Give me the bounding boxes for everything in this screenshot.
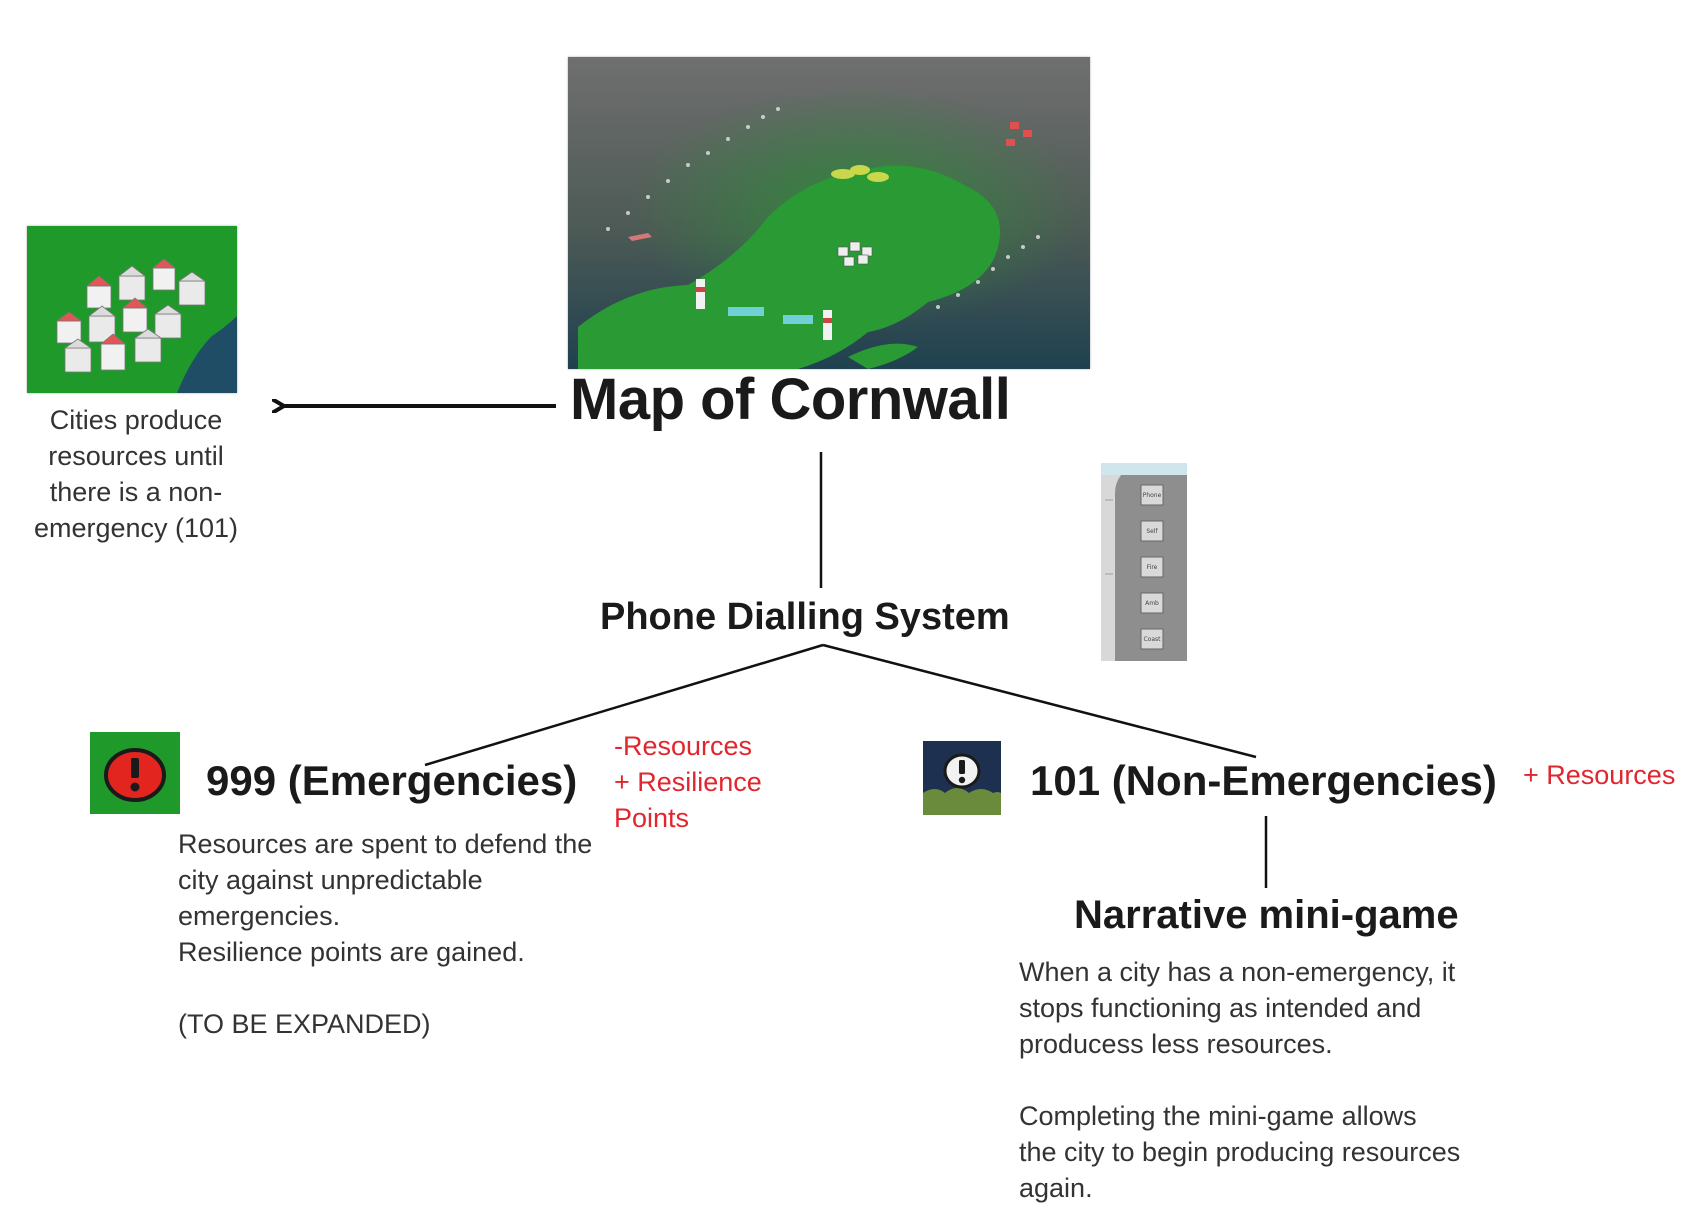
map-title: Map of Cornwall bbox=[570, 367, 1011, 432]
emergency-desc-line: emergencies. bbox=[178, 901, 341, 931]
cities-caption-line: Cities produce bbox=[49, 405, 223, 435]
panel-button-label: Self bbox=[1146, 528, 1158, 535]
emergency-alert-icon bbox=[90, 732, 180, 814]
emergency-desc-line: city against unpredictable bbox=[178, 865, 483, 895]
cities-caption: Cities produce resources until there is … bbox=[12, 402, 260, 546]
minigame-desc-line: stops functioning as intended and bbox=[1019, 993, 1422, 1023]
panel-button-label: Coast bbox=[1143, 636, 1161, 643]
panel-button-label: Fire bbox=[1147, 564, 1158, 571]
emergency-effects: -Resources + Resilience Points bbox=[614, 728, 762, 836]
emergency-title: 999 (Emergencies) bbox=[206, 757, 578, 804]
effect-resources-plus: + Resources bbox=[1523, 760, 1676, 790]
line-phone-to-101 bbox=[822, 643, 1257, 759]
minigame-desc-line: producess less resources. bbox=[1019, 1029, 1333, 1059]
emergency-desc-line: Resilience points are gained. bbox=[178, 937, 525, 967]
emergency-description: Resources are spent to defend the city a… bbox=[178, 826, 648, 1042]
minigame-desc-line: Completing the mini-game allows bbox=[1019, 1101, 1417, 1131]
panel-button-label: Phone bbox=[1143, 492, 1162, 499]
minigame-desc-line: the city to begin producing resources bbox=[1019, 1137, 1461, 1167]
cities-image bbox=[27, 226, 237, 393]
emergency-desc-note: (TO BE EXPANDED) bbox=[178, 1009, 431, 1039]
minigame-title: Narrative mini-game bbox=[1074, 893, 1459, 937]
cities-caption-line: resources until bbox=[48, 441, 224, 471]
cities-caption-line: there is a non- bbox=[49, 477, 223, 507]
panel-button-label: Amb bbox=[1145, 600, 1159, 607]
effect-resources-minus: -Resources bbox=[614, 731, 753, 761]
non-emergency-icon bbox=[923, 741, 1001, 815]
effect-resilience-plus: + Resilience bbox=[614, 767, 762, 797]
phone-system-title: Phone Dialling System bbox=[600, 596, 1010, 638]
phone-panel-image: Phone Self Fire Amb Coast bbox=[1101, 463, 1187, 661]
non-emergency-title: 101 (Non-Emergencies) bbox=[1030, 757, 1497, 804]
effect-points: Points bbox=[614, 803, 690, 833]
minigame-description: When a city has a non-emergency, it stop… bbox=[1019, 954, 1519, 1206]
minigame-desc-line: When a city has a non-emergency, it bbox=[1019, 957, 1456, 987]
cornwall-map-image bbox=[568, 57, 1090, 369]
line-phone-to-999 bbox=[424, 643, 824, 767]
minigame-desc-line: again. bbox=[1019, 1173, 1093, 1203]
emergency-desc-line: Resources are spent to defend the bbox=[178, 829, 593, 859]
cities-caption-line: emergency (101) bbox=[33, 513, 239, 543]
